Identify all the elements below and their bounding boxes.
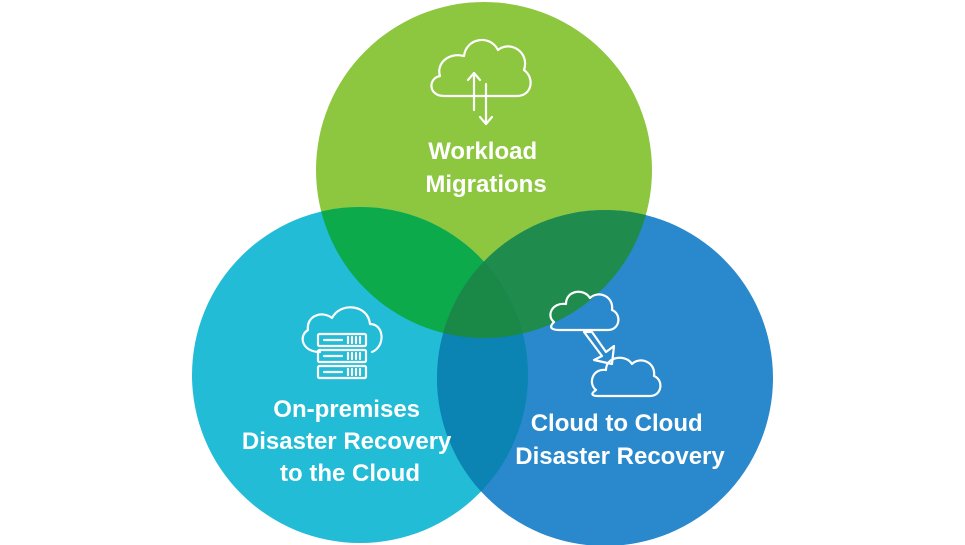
label-line: Migrations (425, 171, 546, 198)
cloud-sync-icon (430, 39, 532, 126)
label-line: Cloud to Cloud (531, 410, 703, 437)
label-line: Disaster Recovery (515, 443, 725, 470)
overlap-workload-onprem (316, 207, 528, 338)
label-onprem-dr: On-premises Disaster Recovery to the Clo… (242, 396, 458, 487)
label-cloud-to-cloud-dr: Cloud to Cloud Disaster Recovery (515, 410, 725, 470)
label-line: Disaster Recovery (242, 428, 452, 455)
label-line: to the Cloud (280, 460, 420, 487)
server-cloud-icon (301, 306, 383, 380)
label-line: On-premises (273, 396, 420, 423)
cloud-to-cloud-icon (549, 290, 662, 398)
label-workload-migrations: Workload Migrations (425, 138, 546, 198)
overlap-workload-cloud2cloud (437, 210, 652, 338)
label-line: Workload (428, 138, 537, 165)
